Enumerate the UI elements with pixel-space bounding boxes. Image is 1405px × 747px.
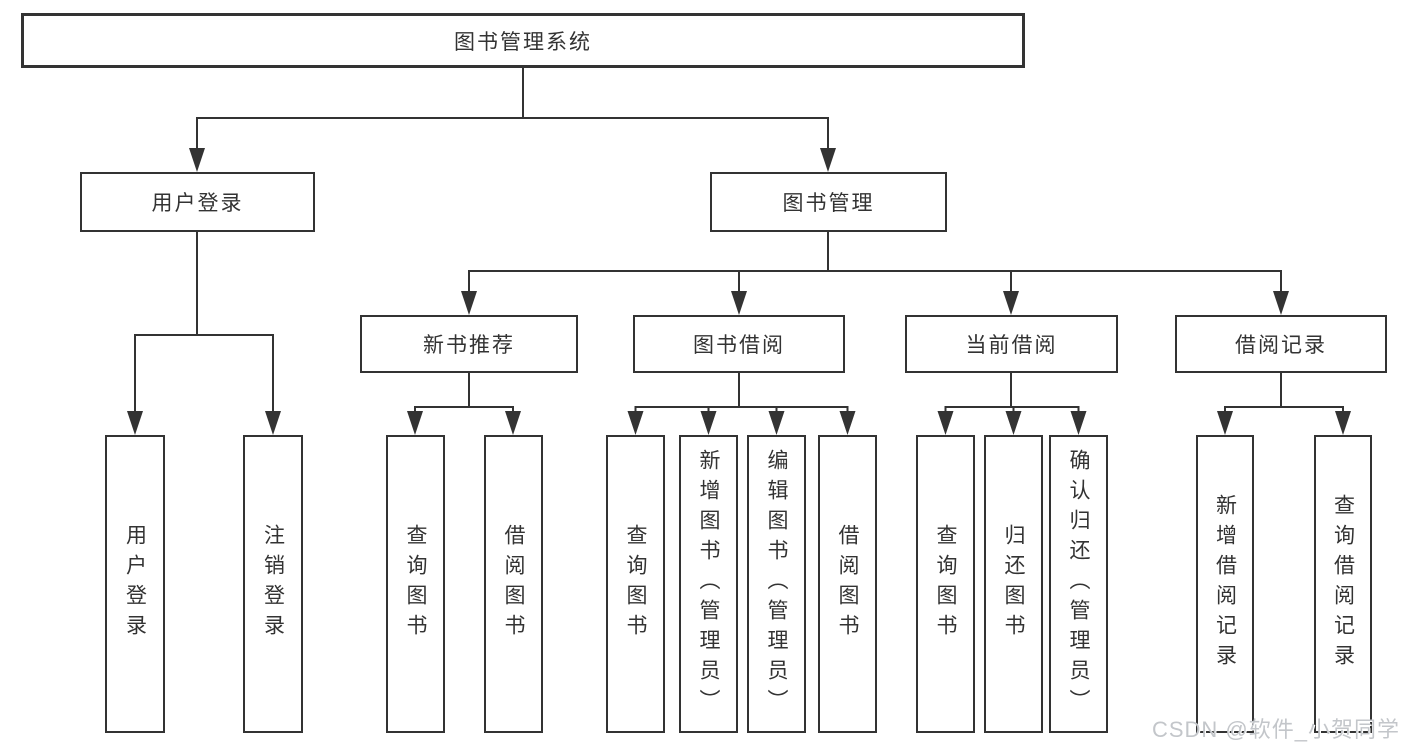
leaf-user-login: 用户登录 — [105, 435, 165, 733]
leaf-borrow-query-books: 查询图书 — [606, 435, 665, 733]
node-root-system: 图书管理系统 — [21, 13, 1025, 68]
node-book-management: 图书管理 — [710, 172, 947, 232]
leaf-current-confirm-return-admin: 确认归还（管理员） — [1049, 435, 1108, 733]
node-borrowing-records: 借阅记录 — [1175, 315, 1387, 373]
leaf-current-query-books: 查询图书 — [916, 435, 975, 733]
leaf-newrec-query-books: 查询图书 — [386, 435, 445, 733]
leaf-current-return-books: 归还图书 — [984, 435, 1043, 733]
node-user-login: 用户登录 — [80, 172, 315, 232]
leaf-records-add-record: 新增借阅记录 — [1196, 435, 1254, 733]
leaf-borrow-borrow-books: 借阅图书 — [818, 435, 877, 733]
node-current-borrowing: 当前借阅 — [905, 315, 1118, 373]
leaf-records-query-record: 查询借阅记录 — [1314, 435, 1372, 733]
leaf-newrec-borrow-books: 借阅图书 — [484, 435, 543, 733]
node-book-borrowing: 图书借阅 — [633, 315, 845, 373]
csdn-watermark: CSDN @软件_小贺同学 — [1151, 717, 1400, 742]
leaf-borrow-edit-books-admin: 编辑图书（管理员） — [747, 435, 806, 733]
leaf-borrow-add-books-admin: 新增图书（管理员） — [679, 435, 738, 733]
leaf-logout: 注销登录 — [243, 435, 303, 733]
node-new-book-recommendation: 新书推荐 — [360, 315, 578, 373]
